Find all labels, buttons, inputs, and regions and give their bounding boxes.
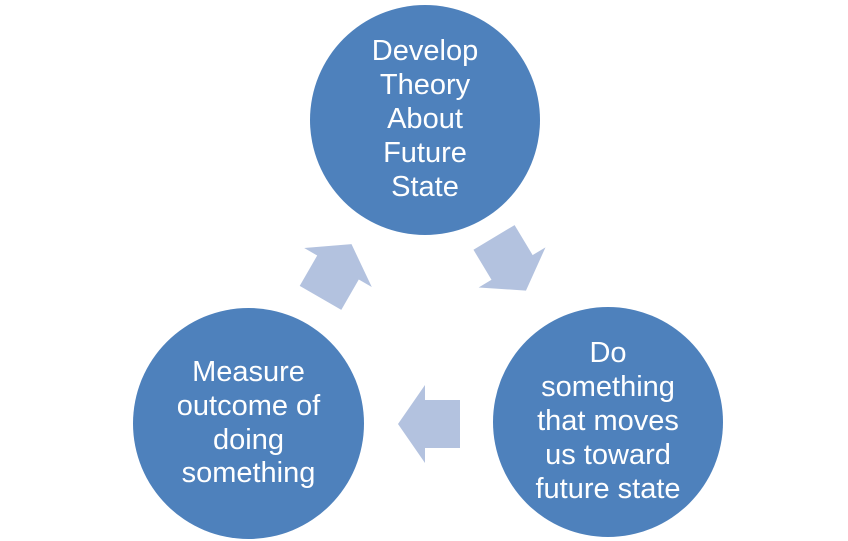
arrow-measure-to-develop-icon xyxy=(299,244,372,310)
node-develop-theory-label: Develop Theory About Future State xyxy=(371,35,479,203)
arrow-develop-to-do-icon xyxy=(473,225,546,291)
arrow-do-to-measure-icon xyxy=(398,385,460,463)
node-do-something-label: Do something that moves us toward future… xyxy=(535,337,681,505)
node-measure-outcome-label: Measure outcome of doing something xyxy=(176,355,321,490)
node-do-something: Do something that moves us toward future… xyxy=(493,307,723,537)
node-develop-theory: Develop Theory About Future State xyxy=(310,5,540,235)
node-measure-outcome: Measure outcome of doing something xyxy=(133,308,364,539)
